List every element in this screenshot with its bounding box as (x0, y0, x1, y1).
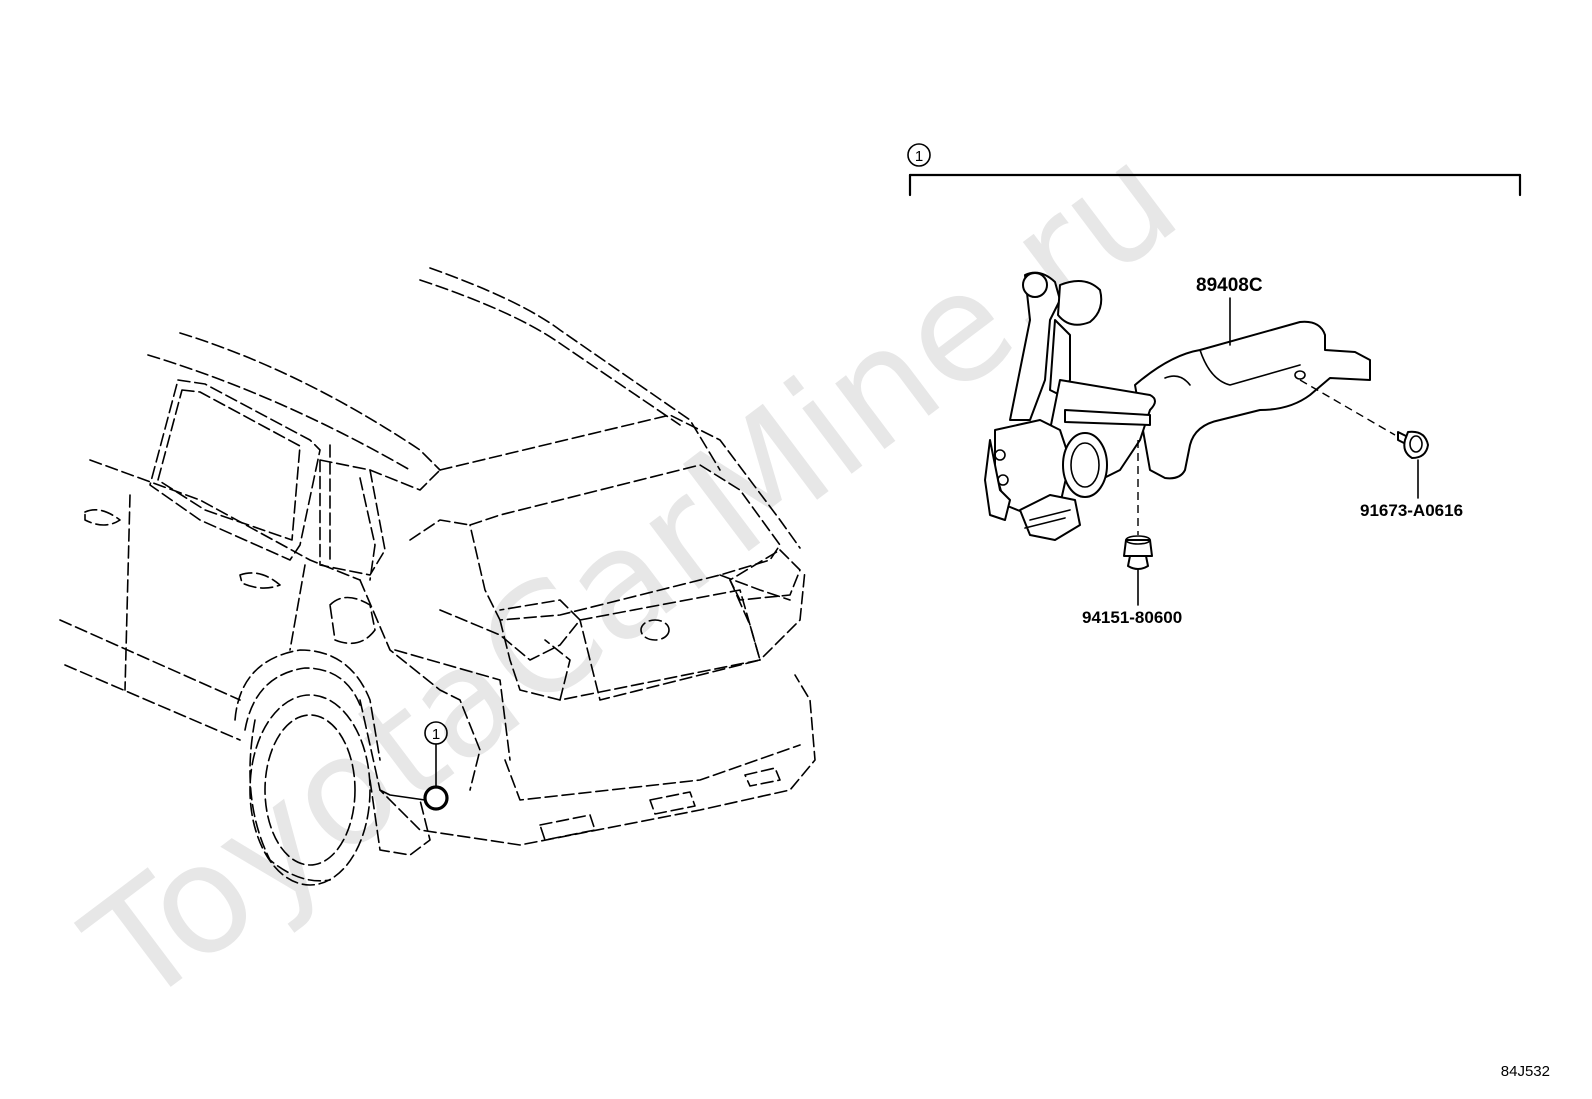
sensor-location-marker (423, 785, 449, 811)
part-number-89408c[interactable]: 89408C (1196, 275, 1263, 296)
bolt-icon (1397, 430, 1429, 459)
bolt-group: 91673-A0616 (1299, 379, 1463, 520)
nut-group: 94151-80600 (1082, 440, 1182, 627)
diagram-code: 84J532 (1501, 1063, 1550, 1080)
sensor-icon (984, 271, 1371, 541)
part-number-91673-a0616[interactable]: 91673-A0616 (1360, 501, 1463, 520)
sensor-label-group: 89408C (1196, 275, 1263, 346)
assembly-bracket: 1 (907, 143, 1522, 197)
vehicle-callout: 1 (379, 721, 449, 811)
callout-number-assembly: 1 (915, 148, 923, 165)
watermark: ToyotaCarMine.ru (56, 111, 1208, 1039)
part-number-94151-80600[interactable]: 94151-80600 (1082, 608, 1182, 627)
callout-number-vehicle: 1 (432, 726, 440, 743)
vehicle-outline (59, 267, 816, 886)
nut-icon (1123, 535, 1153, 570)
